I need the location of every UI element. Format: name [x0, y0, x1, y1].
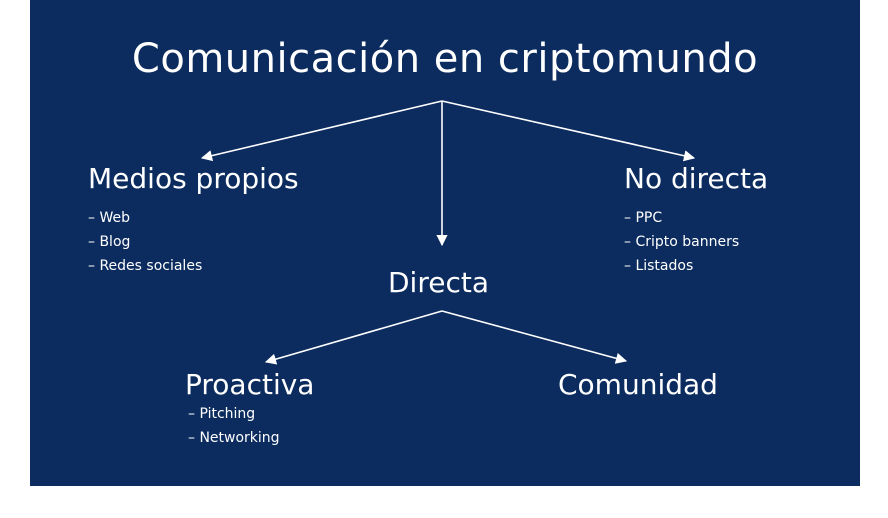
proactiva-list: Pitching Networking [188, 402, 314, 450]
list-item-pitching: Pitching [188, 402, 314, 426]
arrow-title-to-no-directa [441, 100, 696, 162]
node-directa-label: Directa [388, 266, 489, 299]
arrow-directa-to-proactiva [264, 310, 443, 365]
no-directa-list: PPC Cripto banners Listados [624, 206, 768, 278]
node-no-directa-label: No directa [624, 162, 769, 195]
arrow-directa-to-comunidad [441, 310, 628, 364]
list-item-listados: Listados [624, 254, 768, 278]
list-item-cripto-banners: Cripto banners [624, 230, 768, 254]
diagram-title: Comunicación en criptomundo [131, 36, 759, 82]
list-item-networking: Networking [188, 426, 314, 450]
node-proactiva-label: Proactiva [185, 368, 315, 401]
node-comunidad-label: Comunidad [558, 368, 718, 401]
node-medios-propios: Medios propios Web Blog Redes sociales [88, 162, 299, 278]
list-item-web: Web [88, 206, 299, 230]
connector-arrows [200, 100, 696, 365]
list-item-ppc: PPC [624, 206, 768, 230]
node-proactiva: Proactiva Pitching Networking [185, 368, 314, 450]
medios-propios-list: Web Blog Redes sociales [88, 206, 299, 278]
list-item-redes-sociales: Redes sociales [88, 254, 299, 278]
node-directa: Directa [388, 266, 489, 300]
node-medios-propios-label: Medios propios [88, 162, 299, 195]
slide: Comunicación en criptomundo Medios propi… [30, 0, 860, 486]
node-no-directa: No directa PPC Cripto banners Listados [624, 162, 768, 278]
arrow-title-to-medios-propios [200, 100, 443, 162]
list-item-blog: Blog [88, 230, 299, 254]
node-comunidad: Comunidad [558, 368, 718, 402]
